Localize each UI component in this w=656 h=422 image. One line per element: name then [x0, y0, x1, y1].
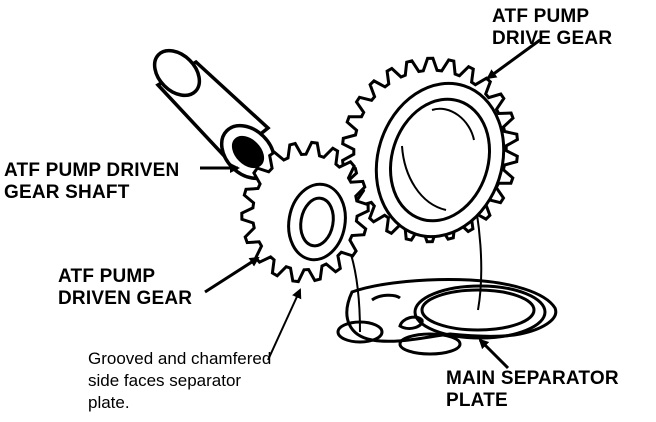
driven-gear-drawing — [240, 140, 370, 284]
label-atf-pump-driven-gear-shaft: ATF PUMP DRIVEN GEAR SHAFT — [4, 160, 180, 203]
drive-gear-drawing — [340, 56, 520, 244]
separator-plate-drawing — [336, 278, 558, 356]
label-atf-pump-driven-gear: ATF PUMP DRIVEN GEAR — [58, 266, 193, 309]
leader-arrows — [200, 38, 541, 370]
label-atf-pump-drive-gear: ATF PUMP DRIVE GEAR — [492, 6, 613, 49]
label-main-separator-plate: MAIN SEPARATOR PLATE — [446, 368, 619, 411]
note-grooved-chamfered: Grooved and chamfered side faces separat… — [88, 349, 272, 412]
